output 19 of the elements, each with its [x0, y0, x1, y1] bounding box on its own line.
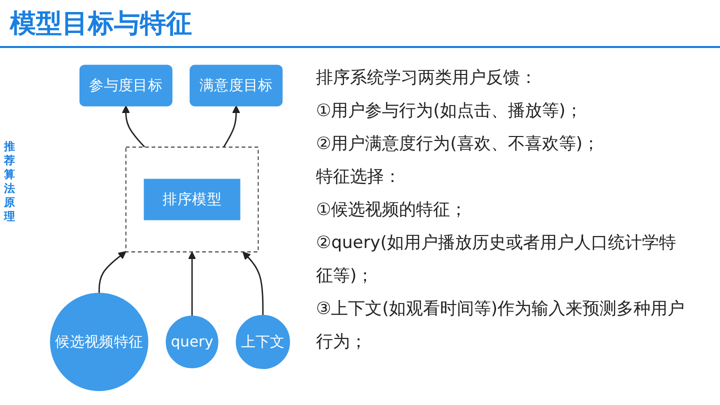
bullet-text: 特征选择： [316, 166, 402, 189]
arrow [242, 252, 264, 316]
arrow [188, 252, 196, 316]
arrow [98, 251, 126, 294]
cluster [125, 146, 259, 252]
bullet-text: ②query(如用户播放历史或者用户人口统计学特征等)； [316, 232, 677, 288]
side-label: 推荐算法原理 [4, 140, 16, 224]
node-box: 排序模型 [144, 178, 240, 220]
node-circle: query [166, 316, 218, 368]
bullet-text: ①候选视频的特征； [316, 199, 468, 222]
node-circle: 上下文 [236, 314, 290, 370]
bullet-text: ②用户满意度行为(喜欢、不喜欢等)； [316, 133, 601, 156]
arrow [223, 105, 240, 148]
bullet-text: ③上下文(如观看时间等)作为输入来预测多种用户行为； [316, 298, 686, 354]
bullet-text: ①用户参与行为(如点击、播放等)； [316, 100, 584, 123]
slide-title: 模型目标与特征 [10, 8, 192, 41]
node-circle: 候选视频特征 [50, 292, 148, 392]
arrow [122, 105, 146, 148]
bullet-text: 排序系统学习两类用户反馈： [316, 67, 538, 90]
